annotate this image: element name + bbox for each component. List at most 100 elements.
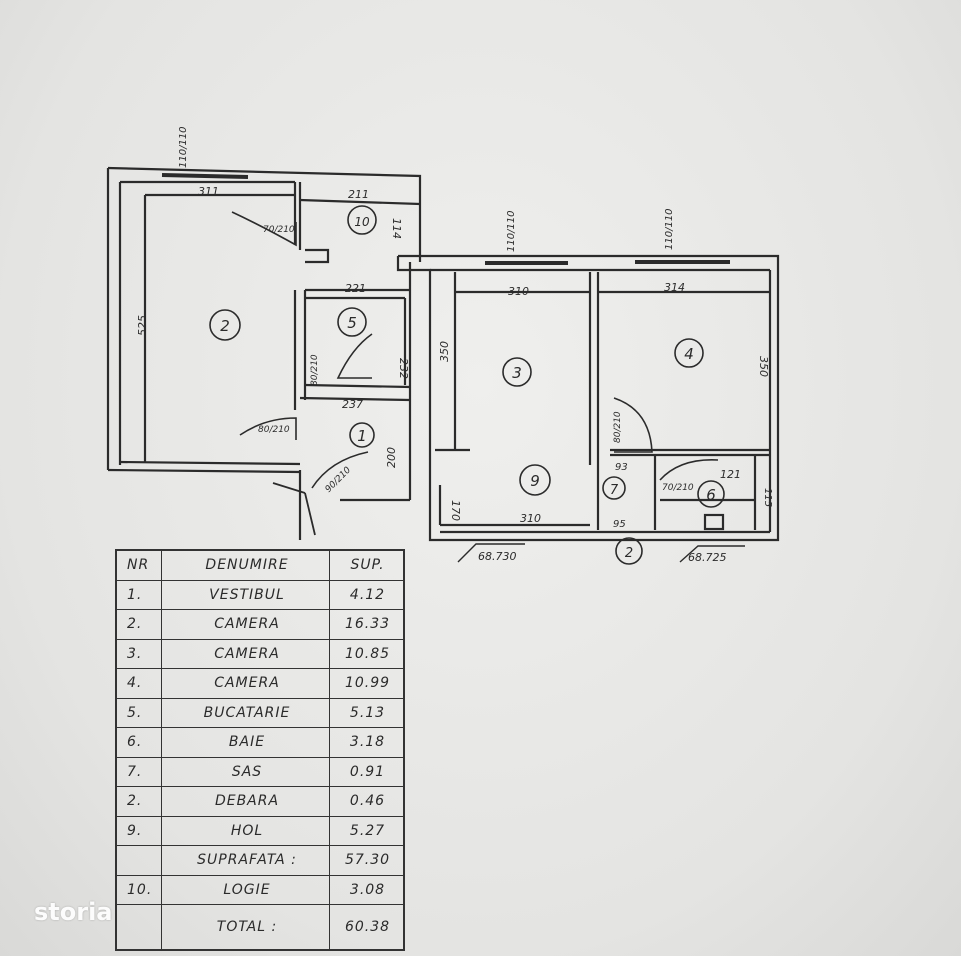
window-label-2: 110/110 xyxy=(506,210,517,252)
dim-310-bottom: 310 xyxy=(520,512,541,525)
door-label-5: 80/210 xyxy=(613,411,623,443)
storia-watermark: storia xyxy=(34,898,113,926)
row-name: BAIE xyxy=(228,734,266,751)
table-row: 7. SAS 0.91 xyxy=(117,758,403,787)
row-name: HOL xyxy=(230,822,264,839)
dim-170: 170 xyxy=(449,500,462,521)
dim-114: 114 xyxy=(390,218,403,239)
dim-314: 314 xyxy=(664,281,685,294)
row-nr: 4. xyxy=(127,675,143,692)
row-area: 5.27 xyxy=(349,822,386,839)
room-numbers: 2 5 10 1 3 9 4 6 7 2 xyxy=(220,215,716,561)
plan-walls xyxy=(106,166,780,542)
row-area: 0.46 xyxy=(349,793,386,810)
room-number-1: 1 xyxy=(357,427,367,445)
door-label-6: 70/210 xyxy=(662,483,694,493)
row-area: 57.30 xyxy=(344,852,391,869)
header-name: DENUMIRE xyxy=(205,557,289,574)
row-area: 10.85 xyxy=(344,645,391,662)
row-name: BUCATARIE xyxy=(203,704,291,721)
row-name: LOGIE xyxy=(223,881,271,898)
table-row: 9. HOL 5.27 xyxy=(117,817,403,846)
dim-350-right: 350 xyxy=(757,356,770,377)
table-divider xyxy=(329,551,330,949)
room-number-2b: 2 xyxy=(625,546,633,561)
row-area: 3.08 xyxy=(349,881,386,898)
row-nr: 7. xyxy=(127,763,143,780)
room-number-5: 5 xyxy=(347,314,357,332)
row-name: CAMERA xyxy=(214,645,280,662)
header-area: SUP. xyxy=(350,557,385,574)
room-number-7: 7 xyxy=(610,483,619,498)
room-number-3: 3 xyxy=(512,364,522,382)
table-header-row: NR DENUMIRE SUP. xyxy=(117,551,403,581)
row-area: 4.12 xyxy=(349,586,386,603)
row-nr: 10. xyxy=(127,881,153,898)
row-name: CAMERA xyxy=(214,675,280,692)
level-mark-a: 68.730 xyxy=(478,550,517,563)
row-nr xyxy=(117,905,162,949)
dim-95: 95 xyxy=(613,519,626,530)
dim-311: 311 xyxy=(198,185,219,198)
window-label-1: 110/110 xyxy=(178,126,189,168)
dim-237: 237 xyxy=(342,398,363,411)
table-row: 3. CAMERA 10.85 xyxy=(117,640,403,669)
dim-200: 200 xyxy=(385,447,398,468)
row-area: 16.33 xyxy=(344,616,391,633)
row-area: 10.99 xyxy=(344,675,391,692)
door-swings xyxy=(231,211,719,489)
area-table: NR DENUMIRE SUP. 1. VESTIBUL 4.12 2. CAM… xyxy=(115,549,405,951)
table-row: 2. CAMERA 16.33 xyxy=(117,610,403,640)
row-nr: 6. xyxy=(127,734,143,751)
row-name: TOTAL : xyxy=(216,919,278,935)
row-name: SAS xyxy=(231,763,263,780)
dim-221: 221 xyxy=(345,282,366,295)
row-nr: 3. xyxy=(127,645,143,662)
row-area: 60.38 xyxy=(344,919,391,935)
dim-211: 211 xyxy=(348,188,369,201)
row-nr: 5. xyxy=(127,704,143,721)
table-row: 1. VESTIBUL 4.12 xyxy=(117,581,403,610)
row-nr: 2. xyxy=(127,616,143,633)
row-name: CAMERA xyxy=(214,616,280,633)
entrance-marks xyxy=(272,482,316,536)
dim-232: 232 xyxy=(397,358,410,379)
dim-121: 121 xyxy=(720,468,741,481)
room-number-9: 9 xyxy=(530,472,540,490)
table-row-total: TOTAL : 60.38 xyxy=(117,905,403,949)
room-number-2: 2 xyxy=(220,317,230,335)
row-nr: 1. xyxy=(127,586,143,603)
header-nr: NR xyxy=(127,557,150,574)
row-name: DEBARA xyxy=(214,793,280,810)
room-number-4: 4 xyxy=(684,345,694,363)
dim-350-left: 350 xyxy=(438,341,451,362)
table-divider xyxy=(161,551,162,949)
row-area: 3.18 xyxy=(349,734,386,751)
room-circles xyxy=(209,205,725,565)
dimensions: 311 211 525 221 232 237 200 310 314 350 … xyxy=(136,185,773,530)
door-label-2: 80/210 xyxy=(310,354,320,386)
level-marks: 68.730 68.725 xyxy=(457,543,745,564)
window-label-3: 110/110 xyxy=(664,208,675,250)
dim-93: 93 xyxy=(615,462,628,473)
door-label-3: 80/210 xyxy=(258,425,290,435)
table-row: 5. BUCATARIE 5.13 xyxy=(117,699,403,728)
dim-310-top: 310 xyxy=(508,285,529,298)
row-name: SUPRAFATA : xyxy=(197,852,297,869)
row-nr xyxy=(117,846,162,875)
row-name: VESTIBUL xyxy=(209,586,285,603)
table-row: 6. BAIE 3.18 xyxy=(117,728,403,758)
row-area: 5.13 xyxy=(349,704,386,721)
dim-115: 115 xyxy=(762,488,773,507)
table-row-subtotal: SUPRAFATA : 57.30 xyxy=(117,846,403,876)
row-nr: 2. xyxy=(127,793,143,810)
dim-525: 525 xyxy=(136,315,149,336)
row-area: 0.91 xyxy=(349,763,386,780)
level-mark-b: 68.725 xyxy=(688,551,727,564)
windows xyxy=(161,173,730,265)
table-row: 2. DEBARA 0.46 xyxy=(117,787,403,817)
table-row: 10. LOGIE 3.08 xyxy=(117,876,403,905)
room-number-10: 10 xyxy=(354,215,370,229)
